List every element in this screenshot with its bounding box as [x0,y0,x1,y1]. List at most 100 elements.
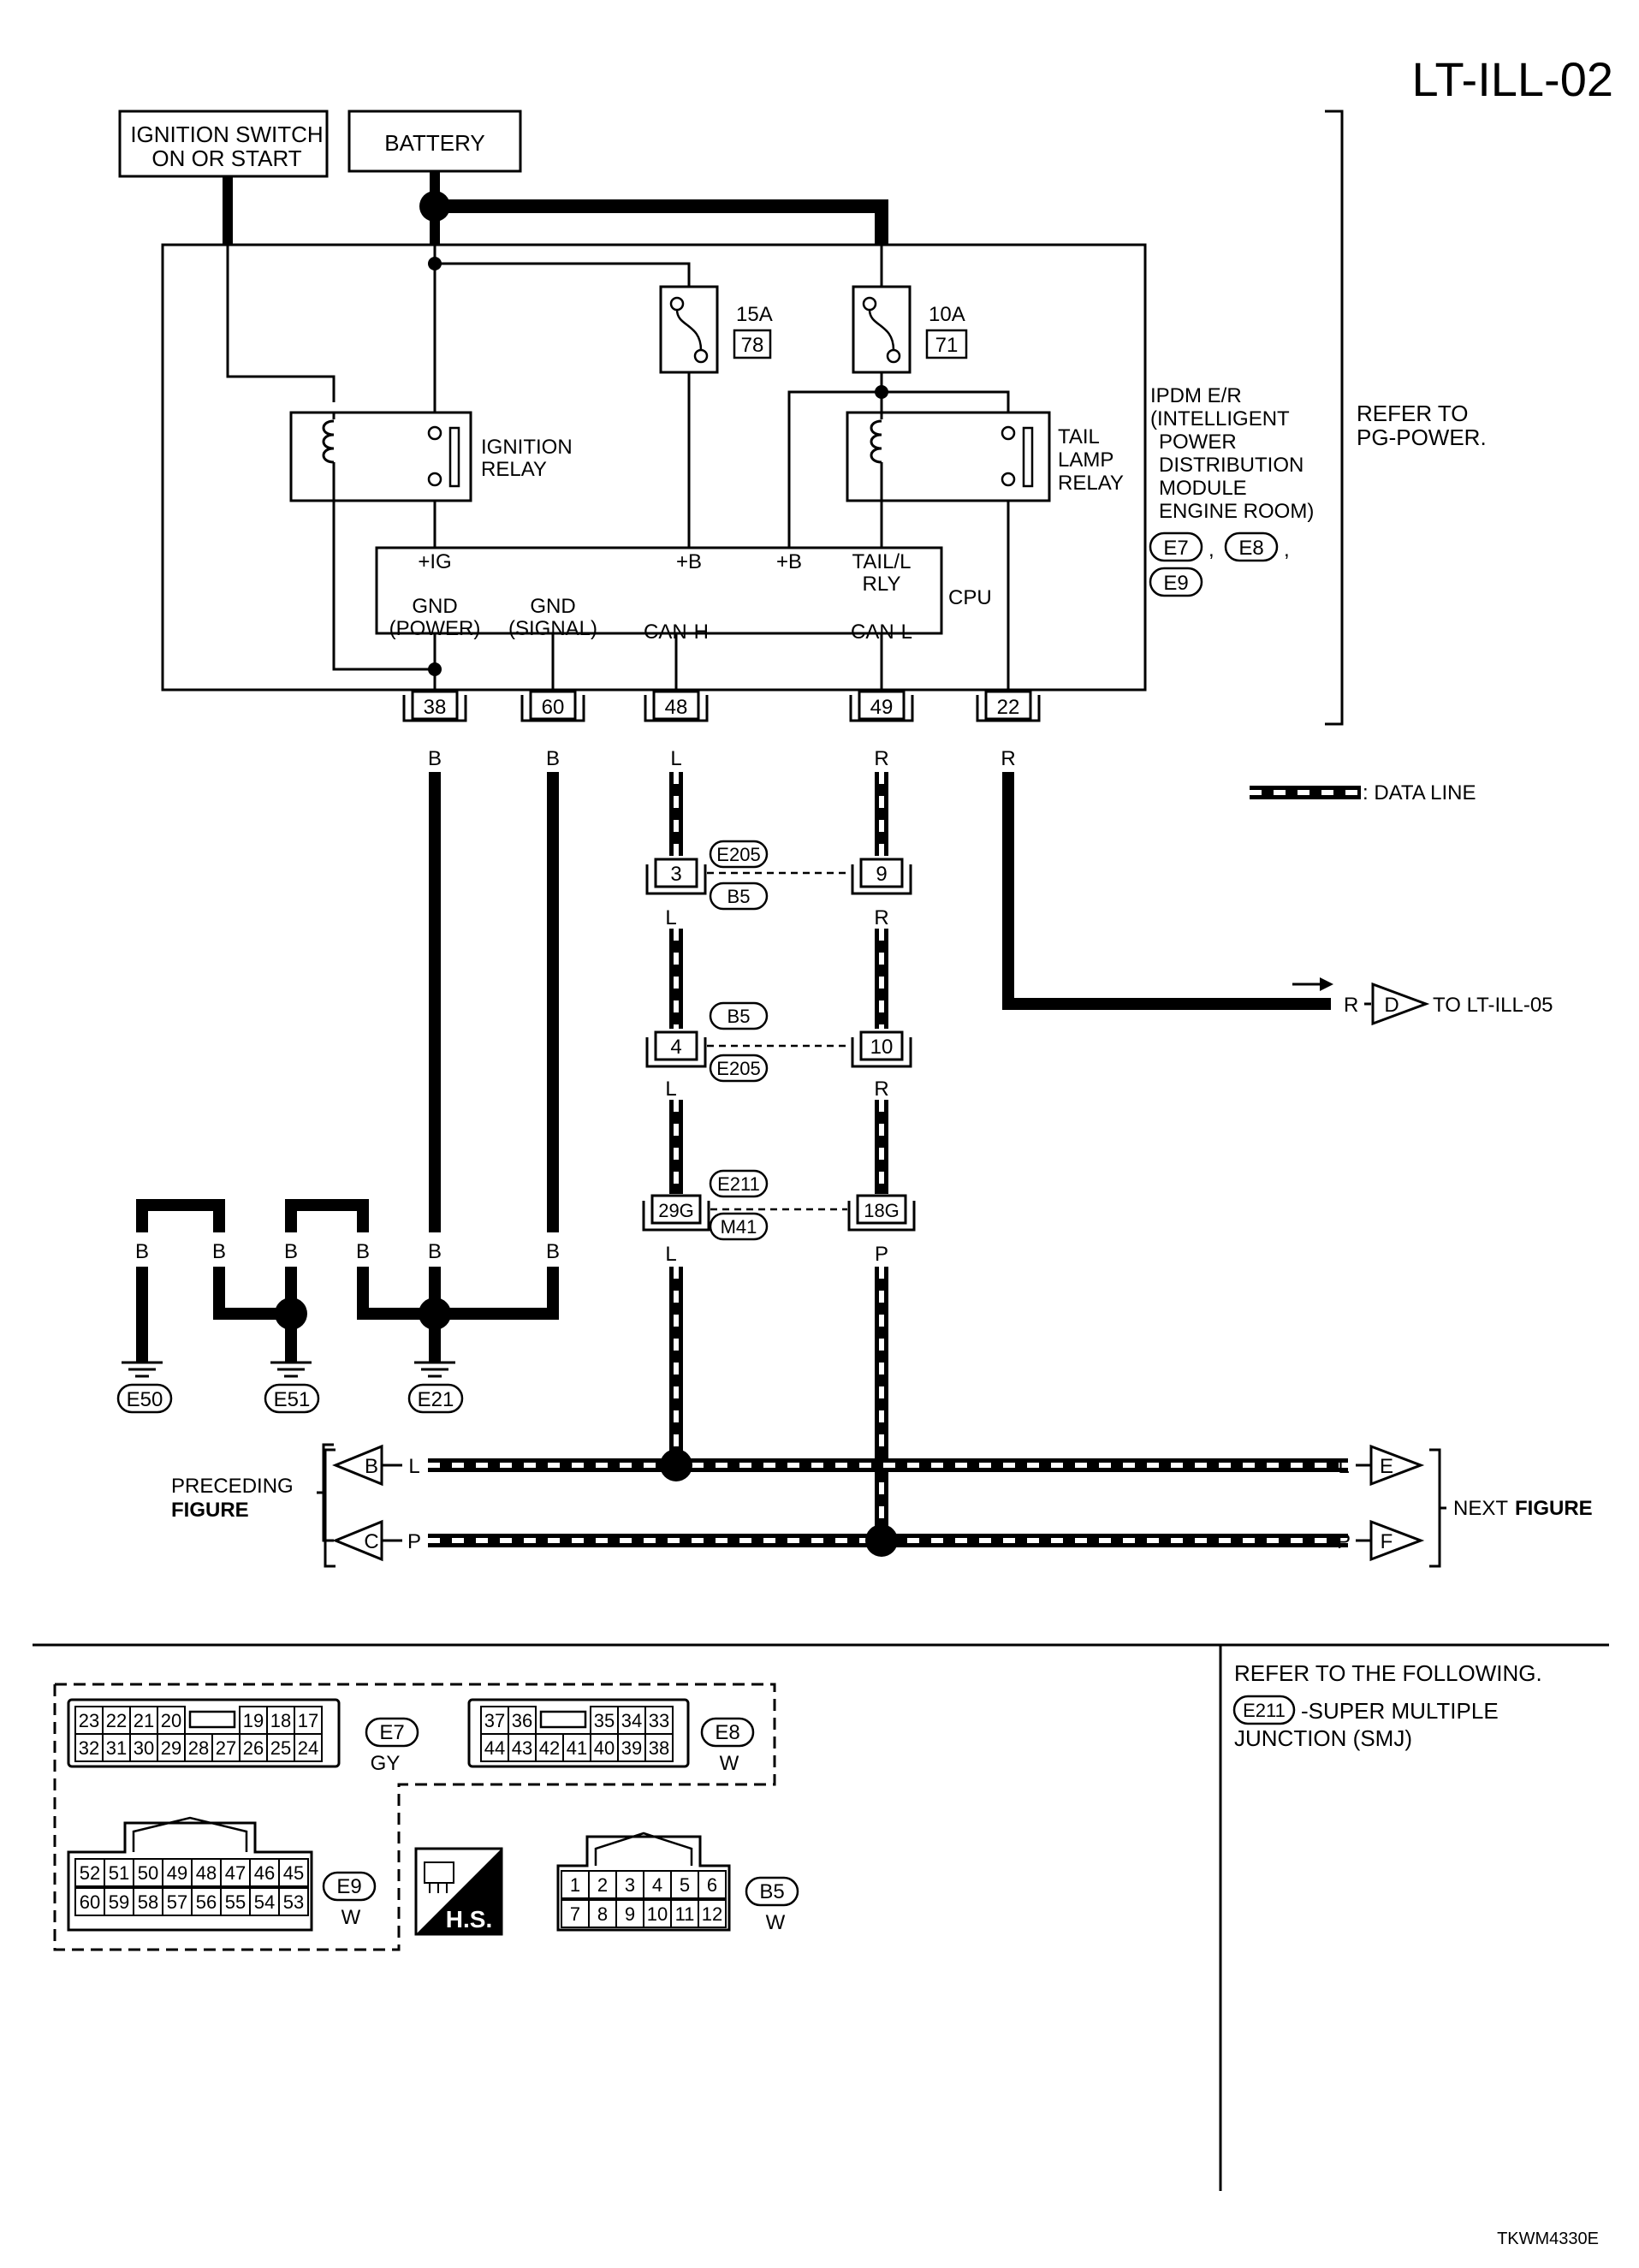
bus-letter: F [1381,1530,1393,1553]
svg-text:47: 47 [225,1862,246,1884]
svg-text:35: 35 [594,1710,615,1731]
fuse-10a: 10A 71 [852,285,968,374]
connector-pin: 4 [643,1870,672,1899]
data-line-legend: : DATA LINE [1250,781,1476,804]
connector-pin: 39 [617,1733,646,1762]
bus-color: L [408,1455,419,1478]
svg-text:3: 3 [625,1874,635,1896]
connector-pin: 50 [133,1858,163,1887]
ipdm-box [161,243,1147,692]
ground-wire-color: B [428,1240,442,1263]
svg-text:18: 18 [270,1710,291,1731]
connector-pin: 10 [643,1899,672,1928]
to-lt-ill-05: R D TO LT-ILL-05 [1292,977,1553,1026]
junction-pin: 29G [658,1200,694,1221]
ipdm-label-line: DISTRIBUTION [1159,454,1303,477]
connector-pin: 47 [220,1858,251,1887]
next-figure-label: NEXT [1453,1497,1508,1520]
svg-text:26: 26 [243,1737,264,1759]
connector-pin: 59 [104,1887,134,1916]
cpu-pin-tail: TAIL/L [852,550,912,573]
splice [428,257,442,270]
ground-wire-color: B [546,1240,560,1263]
svg-text:60: 60 [80,1891,100,1913]
ground-label-e51: E51 [264,1383,320,1414]
connector-pin: 23 [74,1706,104,1735]
ignition-relay-label-2: RELAY [481,458,547,481]
bus-color: P [407,1530,421,1553]
tail-relay-label-2: LAMP [1058,448,1113,472]
junction-tag: B5 [727,886,751,907]
splice [428,662,442,676]
ipdm-label-line: POWER [1159,430,1237,454]
svg-text:1: 1 [570,1874,580,1896]
svg-text:19: 19 [243,1710,264,1731]
connector-pin: 22 [102,1706,131,1735]
tail-lamp-relay: TAIL LAMP RELAY [846,411,1124,502]
svg-text:48: 48 [196,1862,217,1884]
to-lt-ill-05-text: TO LT-ILL-05 [1433,994,1553,1017]
ipdm-connector-sep: , [1284,538,1290,561]
fuse-rating: 15A [736,303,773,326]
connector-pin: 48 [191,1858,222,1887]
ground-splice [419,1297,451,1330]
junction-pin: 4 [670,1036,681,1059]
connector-pin: 1 [561,1870,590,1899]
junction-tag: E205 [716,1058,760,1079]
bus-endpoint-preceding: B L C P PRECEDING FIGURE [171,1443,421,1568]
connector-pin: 12 [698,1899,727,1928]
svg-text:42: 42 [539,1737,560,1759]
svg-text:43: 43 [512,1737,532,1759]
svg-text:52: 52 [80,1862,100,1884]
svg-text:31: 31 [106,1737,127,1759]
junction-pin: 3 [670,863,681,886]
splice [875,385,888,399]
cpu-pin-b2: +B [776,550,802,573]
terminal-number: 48 [665,696,688,719]
connector-pin: 11 [670,1899,699,1928]
ipdm-label-line: IPDM E/R [1150,384,1242,407]
svg-text:53: 53 [283,1891,304,1913]
connector-pin: 38 [644,1733,674,1762]
cpu-pin-ig: +IG [418,550,451,573]
ipdm-label-line: MODULE [1159,477,1247,500]
junction-tag: E205 [716,844,760,865]
terminal-number: 22 [997,696,1020,719]
svg-text:41: 41 [567,1737,587,1759]
refer-power-bracket: REFER TO PG-POWER. [1325,110,1487,726]
supply-wires [223,171,888,245]
hs-label: H.S. [446,1906,492,1933]
bus-letter: B [365,1455,378,1478]
svg-text:4: 4 [652,1874,662,1896]
wire-color: R [1001,747,1015,770]
connector-pin: 7 [561,1899,590,1928]
wire-color: L [665,906,676,929]
next-figure-label-2: FIGURE [1515,1497,1593,1520]
connector-pin: 54 [249,1887,280,1916]
svg-text:54: 54 [254,1891,275,1913]
connector-pin: 42 [535,1733,564,1762]
ipdm-connector-e8: E8 [1238,537,1263,560]
cpu-gnd-power-2: (POWER) [389,617,481,640]
ground-wire-color: B [212,1240,226,1263]
connector-pin: 45 [278,1858,309,1887]
ground-label-e50: E50 [116,1383,173,1414]
to-lt-ill-05-color: R [1344,994,1358,1017]
page-title: LT-ILL-02 [1411,52,1613,106]
refer-following-desc: -SUPER MULTIPLE [1301,1698,1499,1724]
cpu-can-h: CAN-H [644,620,709,644]
cpu-gnd-power: GND [412,595,457,618]
connector-pin: 49 [162,1858,193,1887]
fuse-number: 71 [935,334,959,357]
battery-label: BATTERY [384,130,485,156]
svg-text:27: 27 [216,1737,236,1759]
connector-pin: 32 [74,1733,104,1762]
fuse-number: 78 [741,334,764,357]
junction-pin: 10 [870,1036,894,1059]
terminal-number: 38 [424,696,447,719]
connector-pin: 3 [615,1870,644,1899]
connector-pin: 6 [698,1870,727,1899]
connector-pin: 30 [129,1733,158,1762]
